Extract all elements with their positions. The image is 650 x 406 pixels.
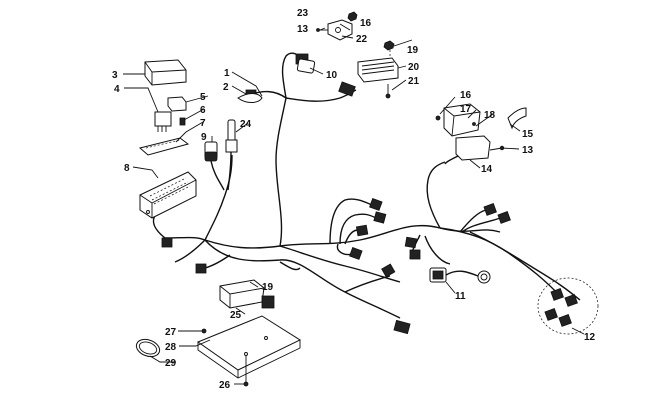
bracket-top [316, 11, 358, 41]
main-harness [152, 52, 581, 319]
fuse-box-cover [144, 59, 187, 86]
fuse-block [139, 171, 197, 219]
screw [385, 84, 391, 99]
leader-lines [123, 23, 585, 385]
fuse-panel [138, 137, 190, 156]
callout-9: 9 [201, 132, 207, 143]
relay-small [167, 96, 187, 112]
callout-23: 23 [297, 8, 309, 19]
callout-5: 5 [200, 92, 206, 103]
callout-6: 6 [200, 105, 206, 116]
plate-nut [201, 328, 207, 334]
callout-11: 11 [455, 291, 466, 302]
callout-19-bottom: 19 [262, 282, 274, 293]
callout-27: 27 [165, 327, 177, 338]
callout-numbers: 3 4 5 6 7 8 9 1 2 10 23 13 16 22 19 20 2… [112, 8, 596, 391]
harness-clip [237, 93, 263, 103]
callout-13-top: 13 [297, 24, 309, 35]
callout-4: 4 [114, 84, 120, 95]
callout-26: 26 [219, 380, 231, 391]
callout-20: 20 [408, 62, 420, 73]
callout-24: 24 [240, 119, 252, 130]
harness-connector [296, 58, 316, 74]
callout-21: 21 [408, 76, 420, 87]
callout-16-top: 16 [360, 18, 372, 29]
callout-13-right: 13 [522, 145, 534, 156]
callout-22: 22 [356, 34, 368, 45]
callout-14: 14 [481, 164, 493, 175]
nut [383, 40, 395, 58]
mounting-plate [196, 315, 302, 387]
callout-25: 25 [230, 310, 242, 321]
callout-1: 1 [224, 68, 230, 79]
callout-19-top: 19 [407, 45, 419, 56]
callout-10: 10 [326, 70, 338, 81]
callout-7: 7 [200, 118, 206, 129]
callout-12: 12 [584, 332, 596, 343]
callout-28: 28 [165, 342, 177, 353]
callout-17: 17 [460, 104, 472, 115]
switch-bracket [435, 103, 527, 165]
ecu-module [219, 279, 275, 309]
callout-29: 29 [165, 358, 177, 369]
callout-15: 15 [522, 129, 534, 140]
fuse [179, 117, 186, 126]
callout-16-right: 16 [460, 90, 472, 101]
ignition-connector [204, 141, 225, 191]
callout-3: 3 [112, 70, 118, 81]
callout-8: 8 [124, 163, 130, 174]
sensor-connectors [429, 267, 491, 284]
callout-18: 18 [484, 110, 496, 121]
voltage-regulator [357, 57, 399, 83]
key-switch [225, 119, 238, 191]
connector-cluster [537, 277, 599, 335]
callout-2: 2 [223, 82, 229, 93]
relay [154, 111, 172, 132]
band-clamp [135, 338, 161, 358]
